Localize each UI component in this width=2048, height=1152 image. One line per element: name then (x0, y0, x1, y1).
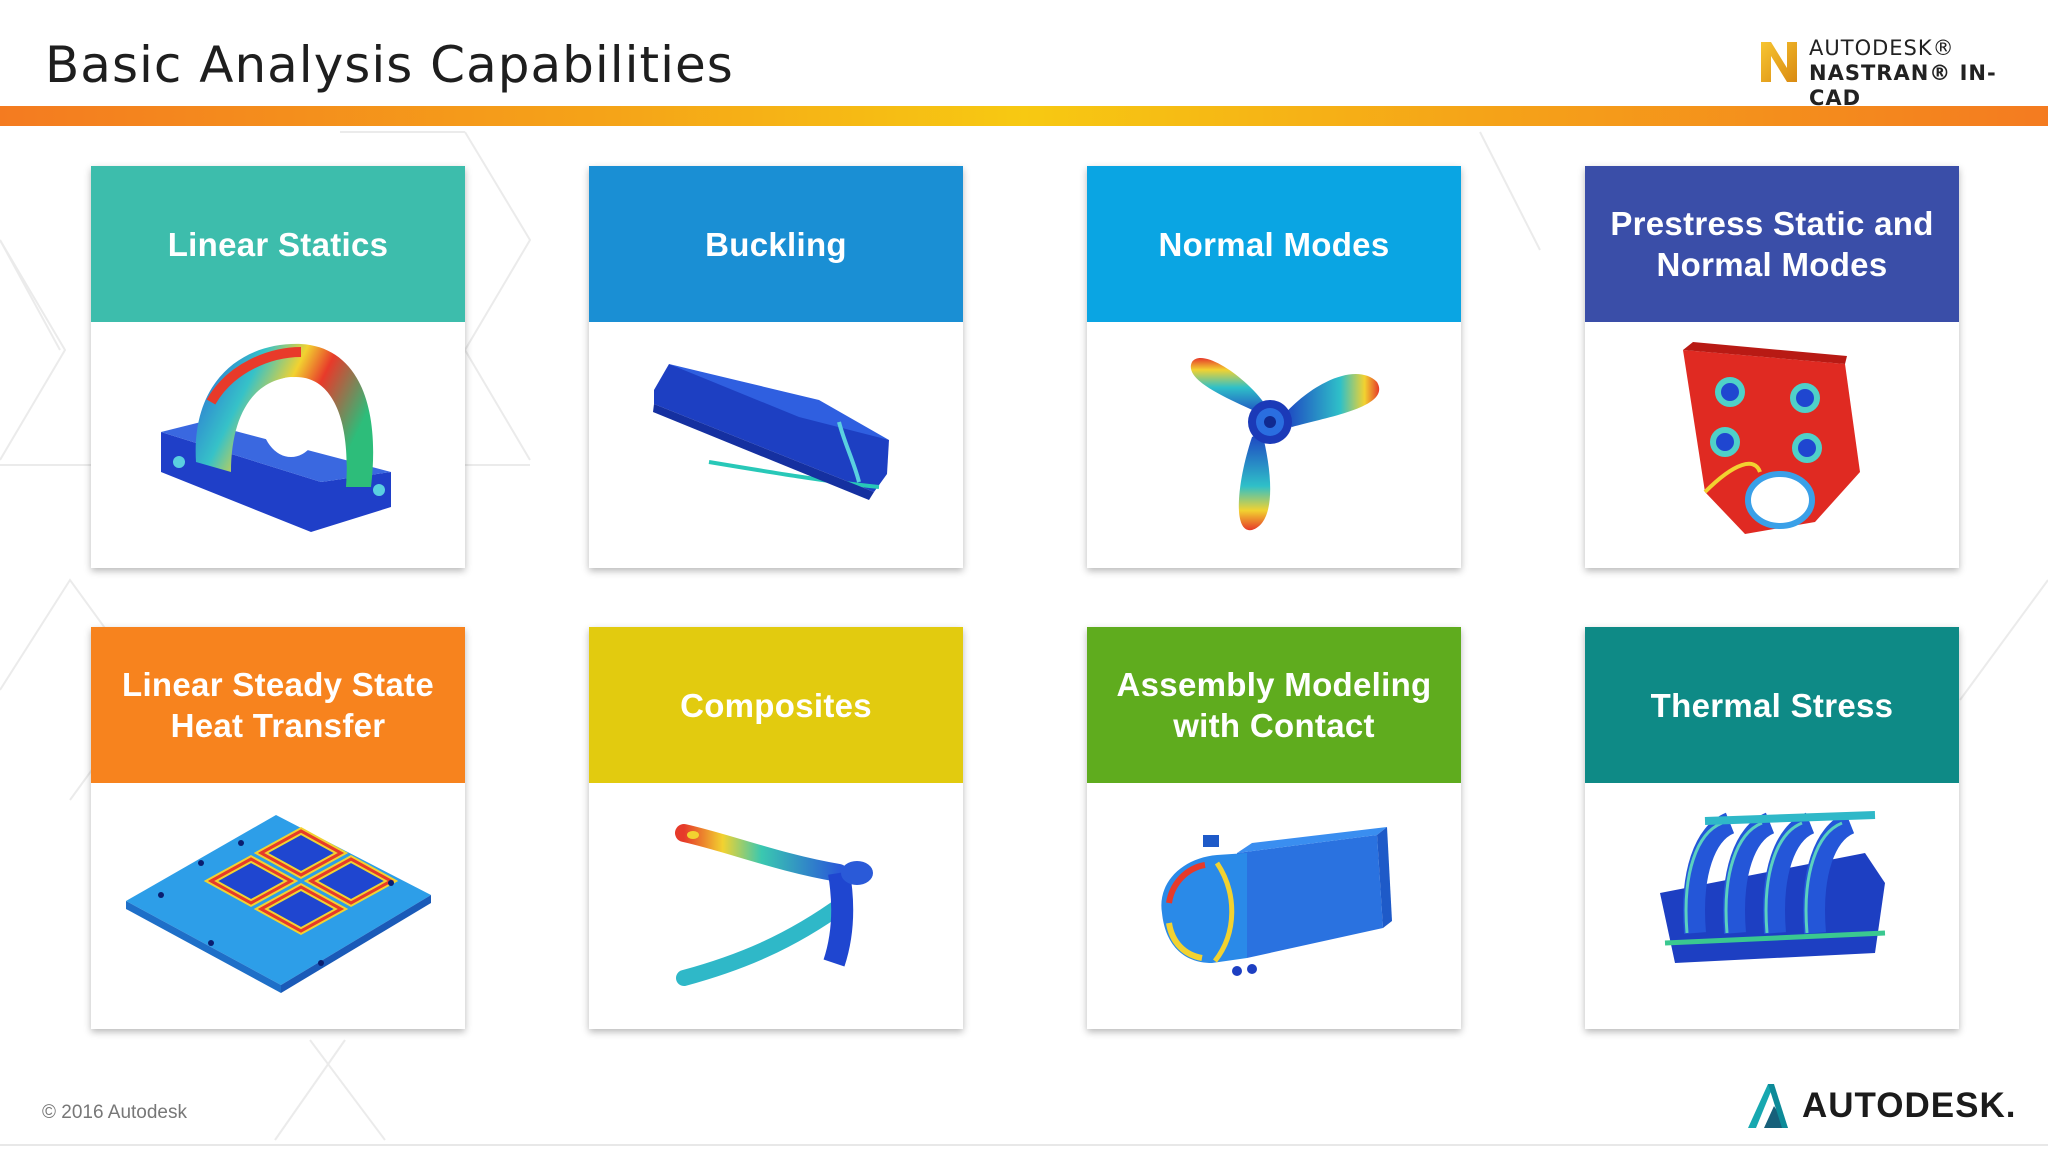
autodesk-brand-logo: AUTODESK. (1744, 1082, 2017, 1132)
card-title-line: Heat Transfer (170, 707, 386, 744)
nastran-n-icon (1761, 42, 1797, 82)
card-header: Linear Statics (91, 166, 465, 322)
product-logo: AUTODESK® NASTRAN® IN-CAD (1755, 34, 2015, 110)
heat-plate-contour (126, 815, 431, 993)
card-header: Composites (589, 627, 963, 783)
accent-gradient-bar (0, 106, 2048, 126)
card-composites[interactable]: Composites (589, 627, 963, 1029)
product-logo-line1: AUTODESK® (1809, 36, 1955, 60)
card-title-line: Assembly Modeling (1116, 666, 1432, 703)
card-linear-steady-state-heat-transfer[interactable]: Linear Steady State Heat Transfer (91, 627, 465, 1029)
card-title-line: Normal Modes (1656, 246, 1888, 283)
card-image-area (1087, 322, 1461, 568)
card-header: Normal Modes (1087, 166, 1461, 322)
card-image-area (589, 783, 963, 1029)
buckled-beam-contour (653, 364, 889, 500)
card-title-line: Linear Statics (167, 225, 389, 263)
product-logo-line2: NASTRAN® IN-CAD (1809, 61, 1997, 110)
card-title-line: Normal Modes (1158, 225, 1390, 263)
card-normal-modes[interactable]: Normal Modes (1087, 166, 1461, 568)
card-linear-statics[interactable]: Linear Statics (91, 166, 465, 568)
card-thermal-stress[interactable]: Thermal Stress (1585, 627, 1959, 1029)
pillow-block-stress-contour (161, 343, 391, 532)
assembly-housing-contour (1161, 827, 1392, 976)
card-title-line: with Contact (1173, 707, 1375, 744)
bracket-plate-contour (1683, 342, 1860, 534)
card-header: Prestress Static and Normal Modes (1585, 166, 1959, 322)
card-prestress-static-normal-modes[interactable]: Prestress Static and Normal Modes (1585, 166, 1959, 568)
autodesk-brand-text: AUTODESK. (1802, 1086, 2017, 1125)
card-image-area (91, 783, 465, 1029)
copyright-text: © 2016 Autodesk (42, 1102, 187, 1123)
autodesk-a-icon (1748, 1084, 1788, 1128)
bottom-divider (0, 1144, 2048, 1146)
propeller-mode-shape (1190, 358, 1380, 531)
card-image-area (1585, 322, 1959, 568)
card-title-line: Linear Steady State (122, 666, 434, 703)
card-title-line: Buckling (705, 225, 847, 263)
slide-title: Basic Analysis Capabilities (45, 36, 734, 94)
card-image-area (91, 322, 465, 568)
card-image-area (1087, 783, 1461, 1029)
card-title-line: Prestress Static and (1610, 205, 1934, 242)
card-title-line: Composites (680, 686, 872, 724)
card-assembly-modeling-with-contact[interactable]: Assembly Modeling with Contact (1087, 627, 1461, 1029)
card-image-area (589, 322, 963, 568)
card-header: Thermal Stress (1585, 627, 1959, 783)
card-image-area (1585, 783, 1959, 1029)
card-buckling[interactable]: Buckling (589, 166, 963, 568)
intake-manifold-contour (1660, 811, 1886, 963)
card-header: Linear Steady State Heat Transfer (91, 627, 465, 783)
composite-frame-contour (675, 824, 873, 986)
card-header: Buckling (589, 166, 963, 322)
card-header: Assembly Modeling with Contact (1087, 627, 1461, 783)
card-title-line: Thermal Stress (1650, 686, 1894, 724)
